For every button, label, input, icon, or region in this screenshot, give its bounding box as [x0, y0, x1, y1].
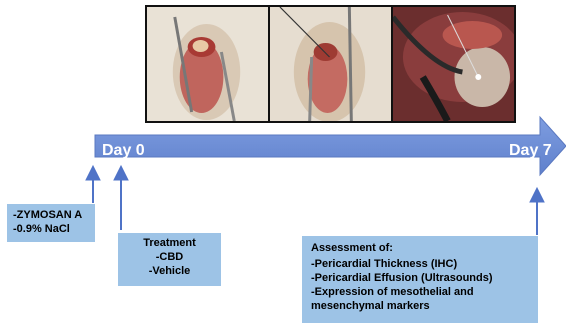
- treatment-line: -CBD: [118, 250, 221, 264]
- assessment-line: -Expression of mesothelial and: [311, 285, 529, 299]
- assessment-title: Assessment of:: [311, 241, 529, 255]
- treatment-title: Treatment: [118, 236, 221, 250]
- treatment-pointer-arrow: [114, 166, 128, 230]
- assessment-line: -Pericardial Thickness (IHC): [311, 257, 529, 271]
- injection-line: -ZYMOSAN A: [13, 208, 89, 222]
- treatment-line: -Vehicle: [118, 264, 221, 278]
- day-0-label: Day 0: [102, 142, 145, 160]
- assessment-line: mesenchymal markers: [311, 299, 529, 313]
- assessment-box: Assessment of: -Pericardial Thickness (I…: [302, 236, 538, 323]
- day-7-label: Day 7: [509, 142, 552, 160]
- assessment-pointer-arrow: [530, 188, 544, 235]
- injection-box: -ZYMOSAN A -0.9% NaCl: [7, 204, 95, 242]
- treatment-box: Treatment -CBD -Vehicle: [118, 233, 221, 286]
- injection-pointer-arrow: [86, 166, 100, 203]
- injection-line: -0.9% NaCl: [13, 222, 89, 236]
- timeline-arrow: [95, 117, 566, 175]
- assessment-line: -Pericardial Effusion (Ultrasounds): [311, 271, 529, 285]
